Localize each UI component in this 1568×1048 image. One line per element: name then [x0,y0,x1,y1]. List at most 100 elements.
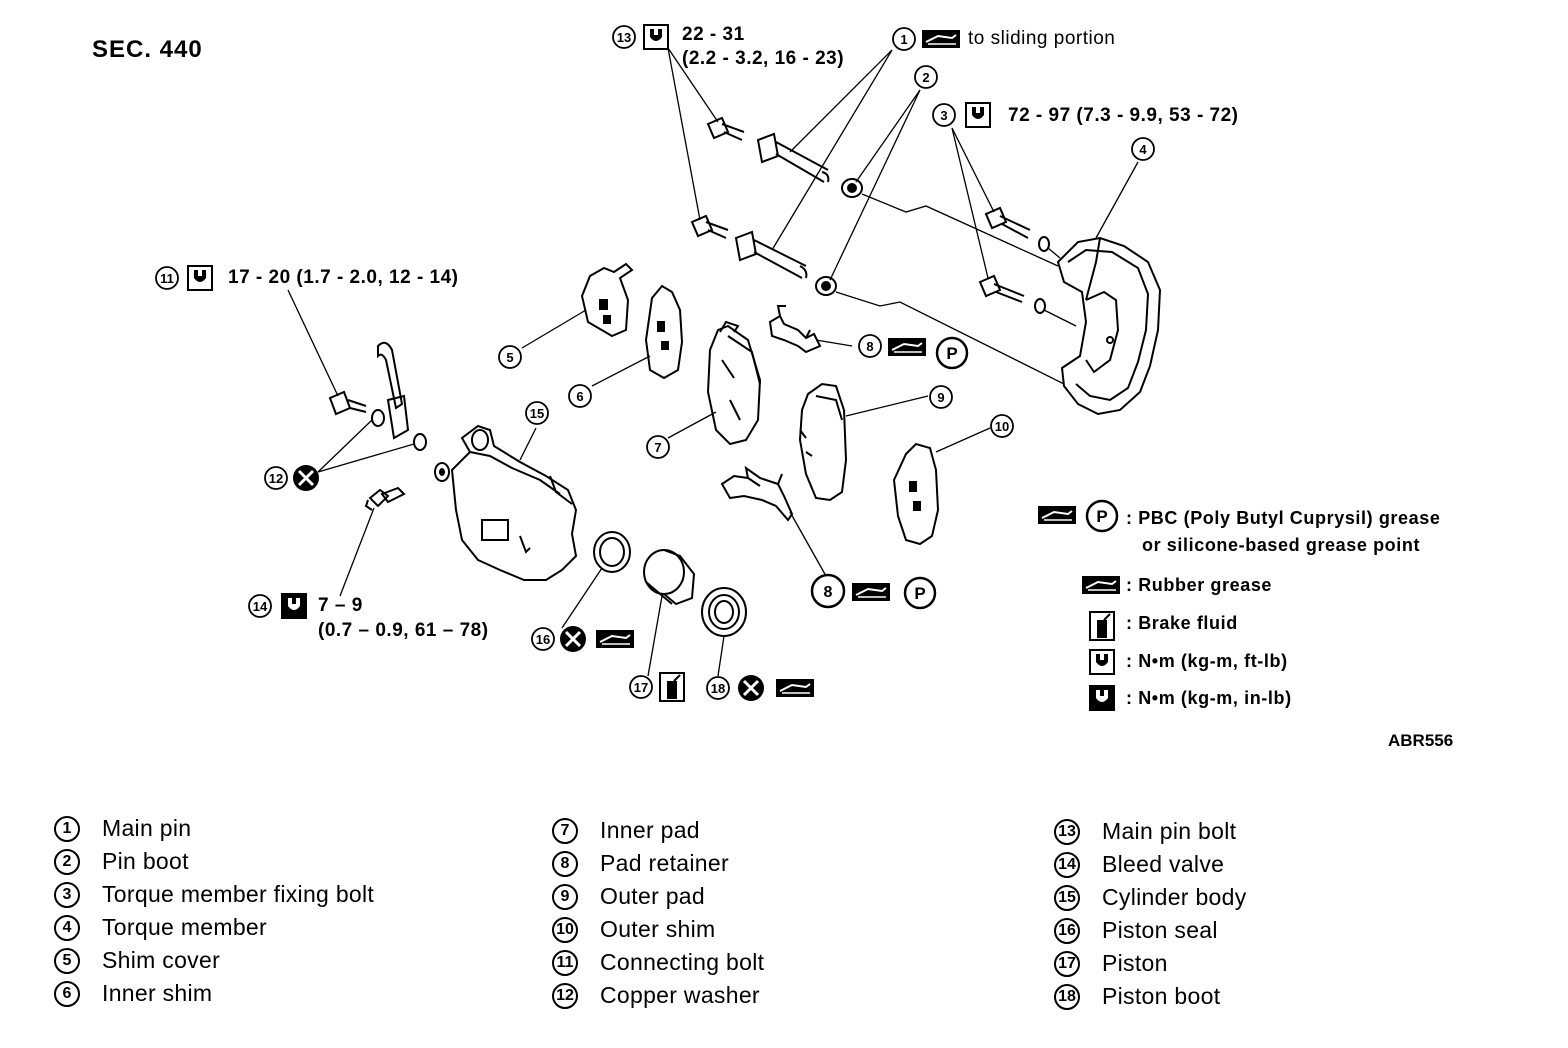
section-label: SEC. 440 [92,36,203,63]
part-label: Bleed valve [1102,851,1225,877]
pbc-grease-icon [903,576,937,610]
main-pin-grease-note: to sliding portion [968,28,1116,49]
part-label: Torque member [102,914,267,940]
inner-shim [644,284,684,380]
torque-wrench-icon [643,24,669,50]
callout-14-number: 14 [253,599,268,614]
grease-icon [775,678,815,698]
rubber-grease-icon [1081,575,1121,595]
part-label: Cylinder body [1102,884,1247,910]
legend-pbc-line2: or silicone-based grease point [1142,535,1421,555]
callout-8a-number: 8 [866,339,873,354]
connecting-bolt [328,390,367,416]
outer-pad [798,382,848,502]
callout-3-number: 3 [940,108,947,123]
callout-17 [629,675,653,699]
callout-2-number: 2 [922,70,929,85]
callout-10 [990,414,1014,438]
part-label: Copper washer [600,982,760,1008]
leader-lines [287,47,1139,677]
part-number: 15 [1054,884,1080,911]
part-label: Shim cover [102,947,221,973]
callout-18-number: 18 [711,681,725,696]
callout-1-number: 1 [900,32,907,47]
part-label: Torque member fixing bolt [102,881,375,907]
callout-7-number: 7 [654,440,661,455]
part-item: 14 Bleed valve [1054,848,1247,881]
part-label: Pin boot [102,848,189,874]
replace-x-icon [291,463,321,493]
part-label: Outer shim [600,916,716,942]
pad-retainer-lower [720,465,794,522]
callout-5 [498,345,522,369]
torque-member [1056,236,1162,416]
outer-shim [892,442,940,546]
part-label: Piston [1102,950,1168,976]
main-pin-bolt-upper [706,116,745,141]
parts-list-column-3: 13 Main pin bolt 14 Bleed valve 15 Cylinder… [1054,815,1247,1013]
callout-10-number: 10 [995,419,1009,434]
part-number: 11 [552,949,578,976]
callout-4 [1131,137,1155,161]
callout-symbols [187,24,991,703]
callout-3 [932,103,956,127]
connecting-bolt-torque: 17 - 20 (1.7 - 2.0, 12 - 14) [228,267,459,288]
part-number: 14 [1054,851,1080,878]
part-label: Main pin [102,815,192,841]
pbc-symbol-letter: P [1096,507,1107,526]
callout-1 [892,27,916,51]
callout-12-number: 12 [269,471,283,486]
part-number: 7 [552,817,578,844]
torque-wrench-inlb-icon [1089,685,1115,711]
copper-washers [371,409,427,451]
callout-6 [568,384,592,408]
pbc-symbol-letter: P [914,584,925,603]
part-number: 3 [54,881,80,908]
main-pin-lower [734,230,808,279]
callout-9-number: 9 [937,390,944,405]
part-number: 13 [1054,818,1080,845]
bleed-valve-torque-units: (0.7 – 0.9, 61 – 78) [318,620,489,641]
part-number: 4 [54,914,80,941]
pin-boot-lower [815,276,837,296]
torque-member-fixing-bolt-upper [984,206,1050,252]
callout-17-number: 17 [634,680,648,695]
part-number: 9 [552,883,578,910]
pin-boot-upper [841,178,863,198]
bleed-valve-torque: 7 – 9 [318,595,363,616]
brake-fluid-icon [659,672,685,702]
brake-hose [377,341,410,440]
callout-8b-number: 8 [824,584,833,601]
grease-icon [595,629,635,649]
part-label: Piston boot [1102,983,1221,1009]
callout-12 [264,466,288,490]
part-item: 11 Connecting bolt [552,946,764,979]
legend-rubber-grease: : Rubber grease [1126,575,1273,595]
part-item: 4 Torque member [54,911,374,944]
piston-boot [701,587,747,637]
legend-pbc-line1: : PBC (Poly Butyl Cuprysil) grease [1126,508,1441,528]
callout-8a [858,334,882,358]
callout-11 [155,266,179,290]
part-label: Main pin bolt [1102,818,1237,844]
grease-icon [851,582,891,602]
part-number: 8 [552,850,578,877]
grease-icon [921,29,961,49]
main-pin-bolt-torque: 22 - 31 [682,24,745,45]
callout-15 [525,401,549,425]
main-pin-bolt-torque-units: (2.2 - 3.2, 16 - 23) [682,48,845,69]
part-label: Connecting bolt [600,949,765,975]
callout-5-number: 5 [506,350,513,365]
part-number: 5 [54,947,80,974]
